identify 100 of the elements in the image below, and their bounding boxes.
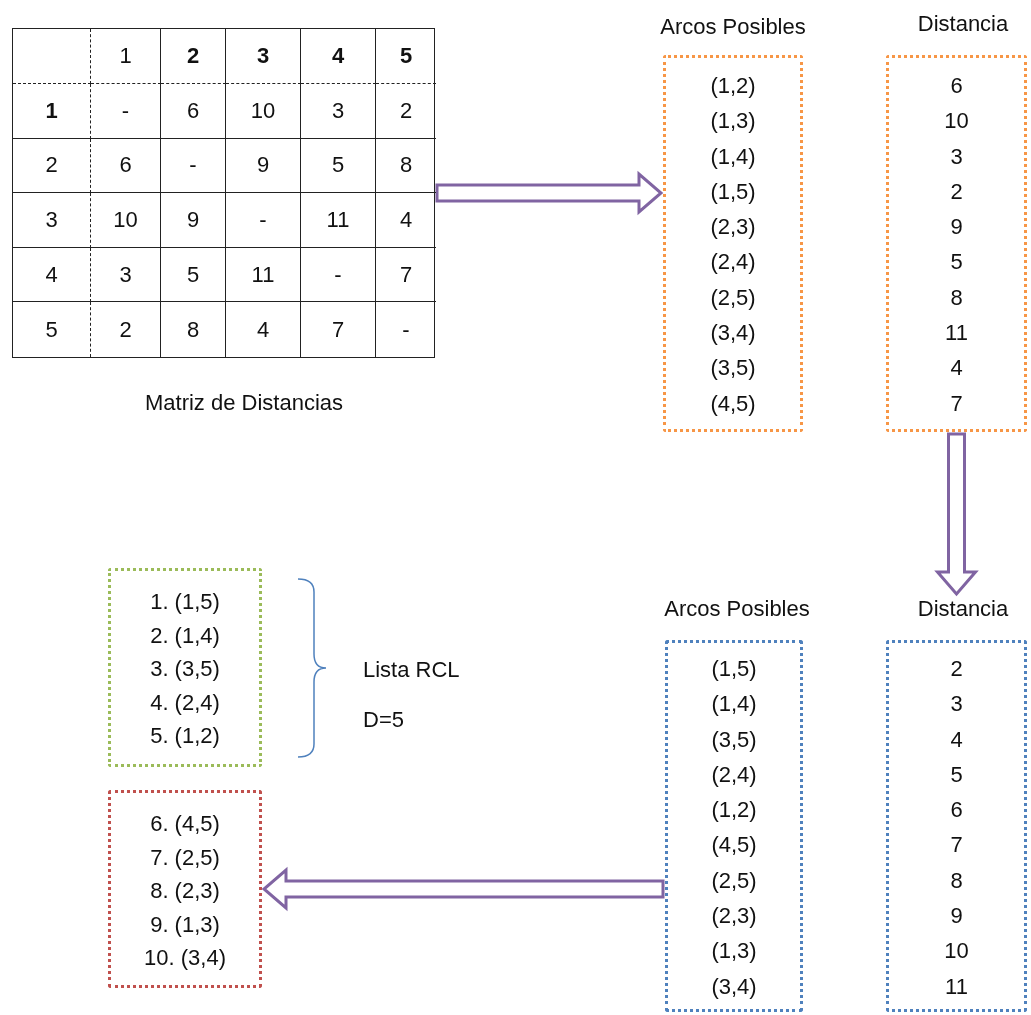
list-item: 8: [950, 866, 963, 895]
list-item: 2: [950, 655, 963, 683]
column-header: 5: [399, 43, 413, 69]
distance-value: -: [259, 207, 267, 233]
row-header: 3: [45, 207, 58, 233]
distance-value: 2: [399, 97, 413, 124]
list-item: (4,5): [711, 831, 757, 860]
list-item: 4: [950, 725, 963, 754]
distance-value: -: [334, 261, 342, 288]
list-item: 6: [950, 72, 963, 100]
dotted-list-box: [108, 790, 262, 988]
list-item: (1,4): [711, 690, 757, 719]
distance-value: 6: [119, 152, 132, 179]
distance-value: -: [402, 316, 410, 343]
annotation-text: Lista RCL: [363, 657, 460, 683]
list-item: (3,5): [710, 354, 756, 383]
list-item: (4,5): [710, 389, 756, 418]
list-item: 10. (3,4): [144, 944, 226, 972]
list-item: (1,3): [711, 937, 757, 966]
list-item: 9. (1,3): [150, 910, 220, 939]
list-item: (2,3): [710, 213, 756, 242]
column-heading: Distancia: [917, 596, 1009, 622]
list-item: 11: [945, 319, 968, 348]
list-item: 8. (2,3): [150, 877, 220, 905]
distance-value: 4: [256, 316, 270, 343]
list-item: 10: [944, 937, 969, 966]
dotted-list-box: [886, 640, 1027, 1012]
list-item: 3: [950, 690, 963, 719]
list-item: (1,2): [710, 72, 756, 100]
dotted-list-box: [108, 568, 262, 767]
list-item: (2,5): [711, 866, 757, 895]
distance-value: 7: [331, 316, 345, 343]
list-item: (3,5): [711, 725, 757, 754]
list-item: (1,2): [711, 796, 757, 825]
list-item: 10: [944, 107, 969, 136]
list-item: 11: [945, 972, 968, 1001]
column-heading: Distancia: [917, 11, 1009, 37]
distance-value: 9: [186, 207, 200, 233]
row-header: 5: [45, 316, 58, 343]
distance-value: 10: [250, 97, 276, 124]
list-item: 3. (3,5): [150, 655, 220, 683]
distance-value: -: [121, 97, 130, 124]
column-header: 4: [331, 43, 345, 69]
list-item: 2. (1,4): [150, 621, 220, 650]
distance-value: 3: [119, 261, 132, 288]
list-item: (2,4): [710, 248, 756, 277]
list-item: (3,4): [711, 972, 757, 1001]
annotation-text: D=5: [363, 707, 404, 733]
list-item: 9: [950, 902, 963, 931]
distance-value: 9: [256, 152, 270, 179]
distance-value: 4: [399, 207, 413, 233]
list-item: 4: [950, 354, 963, 383]
table-caption: Matriz de Distancias: [144, 390, 344, 416]
list-item: 5: [950, 760, 963, 789]
list-item: (3,4): [710, 319, 756, 348]
list-item: 1. (1,5): [150, 588, 220, 616]
distance-value: 5: [186, 261, 200, 288]
row-header: 1: [45, 97, 58, 124]
list-item: 2: [950, 177, 963, 206]
distance-value: 3: [331, 97, 345, 124]
list-item: 8: [950, 283, 963, 312]
list-item: (2,3): [711, 902, 757, 931]
list-item: (1,4): [710, 142, 756, 171]
distance-matrix-table: [12, 28, 435, 358]
column-header: 2: [186, 43, 200, 69]
list-item: 5. (1,2): [150, 722, 220, 750]
distance-value: 6: [186, 97, 200, 124]
distance-value: 11: [251, 261, 275, 288]
distance-value: 5: [331, 152, 345, 179]
list-item: (1,3): [710, 107, 756, 136]
list-item: 7: [950, 389, 963, 418]
block-arrow: [261, 866, 665, 912]
list-item: 6: [950, 796, 963, 825]
list-item: (2,5): [710, 283, 756, 312]
distance-value: -: [189, 152, 197, 179]
distance-value: 2: [119, 316, 132, 343]
block-arrow: [435, 170, 664, 216]
distance-value: 8: [186, 316, 200, 343]
column-heading: Arcos Posibles: [664, 596, 810, 622]
list-item: 7. (2,5): [150, 843, 220, 872]
dotted-list-box: [886, 55, 1027, 432]
list-item: (1,5): [710, 177, 756, 206]
dotted-list-box: [663, 55, 803, 432]
list-item: 9: [950, 213, 963, 242]
column-header: 1: [119, 43, 132, 69]
list-item: (1,5): [711, 655, 757, 683]
column-header: 3: [256, 43, 270, 69]
row-header: 4: [45, 261, 58, 288]
list-item: (2,4): [711, 760, 757, 789]
distance-value: 10: [113, 207, 138, 233]
list-item: 3: [950, 142, 963, 171]
distance-value: 8: [399, 152, 413, 179]
row-header: 2: [45, 152, 58, 179]
distance-value: 11: [326, 207, 350, 233]
list-item: 6. (4,5): [150, 810, 220, 838]
list-item: 7: [950, 831, 963, 860]
distance-value: 7: [399, 261, 413, 288]
list-item: 4. (2,4): [150, 688, 220, 717]
column-heading: Arcos Posibles: [660, 14, 806, 40]
list-item: 5: [950, 248, 963, 277]
